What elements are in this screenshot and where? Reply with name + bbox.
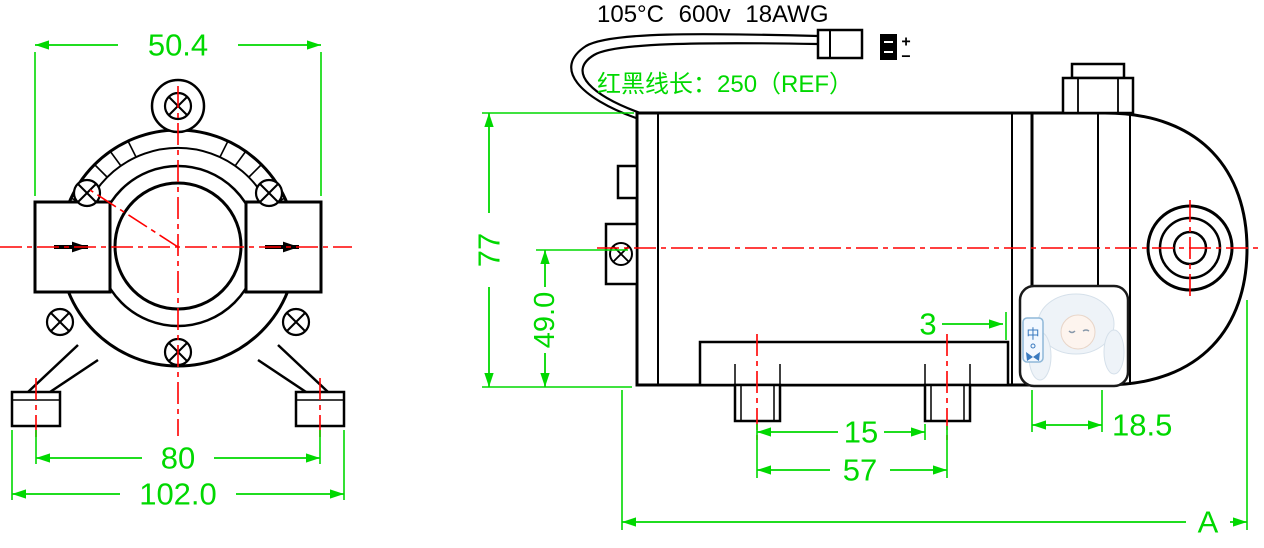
terminal-symbol: + − [880, 34, 911, 66]
head-clamp-top [1070, 62, 1126, 80]
dim-rear-offset: 18.5 [1112, 408, 1172, 443]
plate-ticks [734, 364, 971, 385]
side-dimensions: 77 49.0 3 15 57 18.5 [472, 112, 1248, 540]
cable-connector [816, 28, 864, 60]
watermark-anime-girl: 中 [1018, 284, 1130, 388]
motor-body [635, 111, 1034, 387]
dim-overall-width: 102.0 [139, 477, 217, 512]
dim-foot-centers: 80 [161, 441, 195, 476]
butterfly-icon [1026, 352, 1040, 361]
head-clamp [1061, 76, 1135, 115]
front-dimensions: 50.4 80 102.0 [11, 28, 345, 512]
cable-spec-text: 105°C 600v 18AWG [597, 1, 828, 28]
side-centerlines [597, 200, 1258, 440]
screw-icon [281, 307, 311, 337]
watermark-stamp-box [1022, 317, 1044, 363]
dim-foot-centers-side: 57 [843, 453, 877, 488]
dim-overall-length: A [1198, 505, 1219, 540]
polarity-minus-icon: − [901, 49, 910, 66]
screw-icon [609, 242, 633, 266]
dim-axis-to-base: 49.0 [529, 292, 561, 348]
dim-overall-height: 77 [472, 233, 507, 267]
side-view: + − [472, 1, 1258, 540]
watermark-stamp-text: 中 [1026, 327, 1039, 342]
polarity-plus-icon: + [901, 34, 910, 51]
screw-icon [254, 178, 284, 208]
foot-ticks [740, 385, 965, 421]
mounting-plate [698, 340, 1010, 387]
power-cable [570, 33, 819, 120]
wire-length-note: 红黑线长：250（REF） [597, 71, 853, 98]
screw-icon [45, 307, 75, 337]
dim-top-width: 50.4 [148, 28, 208, 63]
screw-icon [72, 178, 102, 208]
dim-plate-offset: 3 [919, 307, 936, 342]
front-view: 50.4 80 102.0 [0, 28, 352, 512]
front-centerlines [0, 86, 352, 440]
dim-foot-width: 15 [844, 415, 878, 450]
